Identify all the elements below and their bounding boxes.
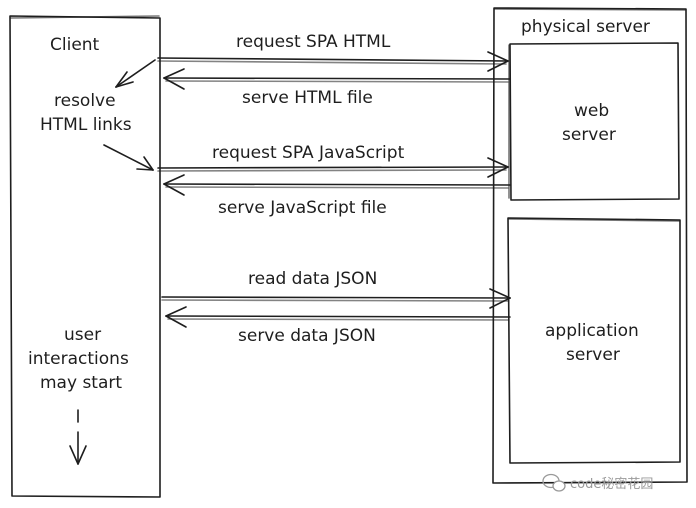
app-server-label-line1: application (545, 321, 639, 341)
message-serve-javascript-file: serve JavaScript file (218, 198, 387, 218)
interact-label-line1: user (64, 325, 101, 345)
dashed-down-arrow (69, 409, 87, 465)
arrow-request-spa-html (157, 51, 509, 72)
app-server-label-line2: server (566, 345, 620, 365)
web-server-label-line1: web (574, 101, 609, 121)
resolve-label-line2: HTML links (40, 115, 132, 135)
message-read-data-json: read data JSON (248, 269, 377, 289)
message-serve-html-file: serve HTML file (242, 88, 373, 108)
arrow-serve-html-file (163, 68, 511, 90)
web-server-box (508, 42, 680, 201)
physical-server-title: physical server (521, 17, 650, 37)
physical-server-box (492, 7, 688, 484)
interact-label-line3: may start (40, 373, 122, 393)
application-server-box (507, 217, 681, 464)
arrow-to-resolve (115, 59, 156, 88)
resolve-label-line1: resolve (54, 91, 116, 111)
wechat-icon (542, 473, 566, 492)
watermark-text: code秘密花园 (570, 476, 653, 492)
client-box (9, 15, 161, 498)
client-title: Client (50, 35, 100, 55)
message-request-spa-javascript: request SPA JavaScript (212, 143, 405, 163)
web-server-label-line2: server (562, 125, 616, 145)
arrow-from-resolve (103, 144, 154, 171)
arrow-request-spa-javascript (157, 157, 509, 178)
arrow-read-data-json (161, 288, 511, 309)
message-request-spa-html: request SPA HTML (236, 32, 391, 52)
watermark: code秘密花园 (542, 473, 653, 492)
arrow-serve-data-json (165, 306, 511, 328)
interact-label-line2: interactions (28, 349, 129, 369)
message-serve-data-json: serve data JSON (238, 326, 376, 346)
arrow-serve-javascript-file (163, 174, 511, 196)
